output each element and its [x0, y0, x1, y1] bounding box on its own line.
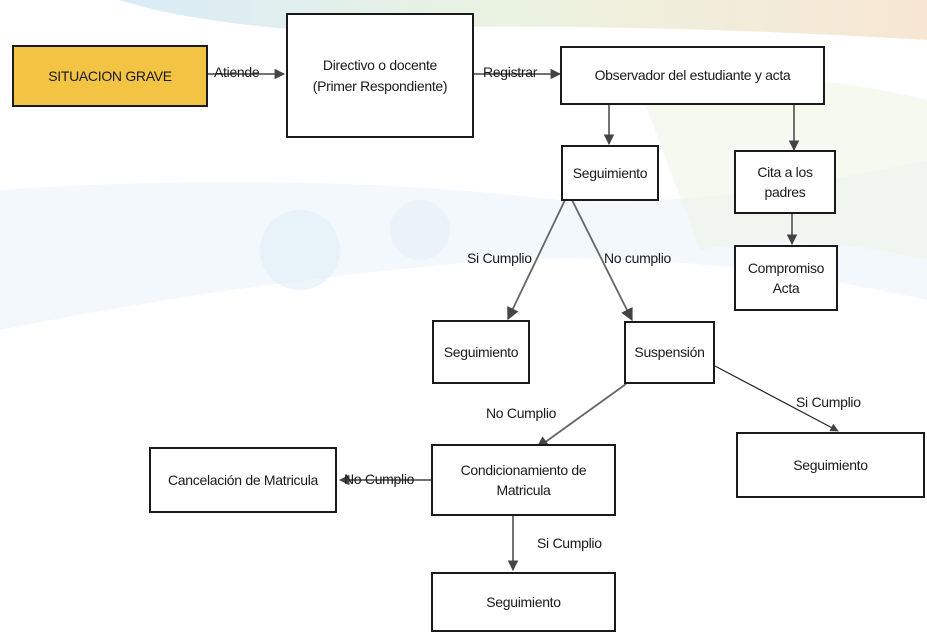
node-directivo: Directivo o docente (Primer Respondiente…: [286, 13, 474, 138]
node-seguimiento-right-text: Seguimiento: [793, 456, 868, 473]
label-no-cumplio-2: No Cumplio: [486, 405, 557, 421]
node-compromiso: Compromiso Acta: [734, 245, 838, 311]
node-seguimiento-left: Seguimiento: [432, 320, 530, 384]
node-observador: Observador del estudiante y acta: [560, 46, 825, 105]
node-seguimiento-bottom-text: Seguimiento: [486, 593, 561, 610]
node-suspension: Suspensión: [624, 321, 715, 384]
label-si-cumplio-1: Si Cumplio: [467, 250, 532, 266]
node-seguimiento-left-text: Seguimiento: [443, 343, 519, 360]
label-no-cumplio-1: No cumplio: [604, 250, 672, 266]
node-seguimiento-top-text: Seguimiento: [572, 164, 648, 181]
label-registrar: Registrar: [483, 64, 538, 80]
node-cita-padres: Cita a los padres: [734, 150, 836, 214]
label-no-cumplio-3: No Cumplio: [344, 471, 415, 487]
label-si-cumplio-3: Si Cumplio: [537, 535, 602, 551]
node-seguimiento-top: Seguimiento: [561, 145, 659, 201]
node-condicionamiento: Condicionamiento de Matricula: [431, 444, 616, 516]
node-cancelacion: Cancelación de Matricula: [149, 447, 337, 513]
node-suspension-text: Suspensión: [634, 344, 705, 361]
node-directivo-text: Directivo o docente (Primer Respondiente…: [312, 57, 448, 94]
node-seguimiento-right: Seguimiento: [736, 432, 925, 498]
node-observador-text: Observador del estudiante y acta: [594, 67, 791, 84]
node-condicionamiento-text: Condicionamiento de Matricula: [460, 461, 587, 498]
node-cita-padres-text: Cita a los padres: [757, 163, 813, 200]
edge-suspension-condicionamiento: [535, 383, 627, 449]
edge-suspension-seguimiento-right: [714, 365, 839, 432]
edge-seguimiento-suspension: [571, 199, 633, 322]
edge-seguimiento-left: [507, 199, 566, 321]
label-si-cumplio-2: Si Cumplio: [796, 394, 861, 410]
node-situacion-grave: SITUACION GRAVE: [12, 45, 208, 107]
node-situacion-grave-text: SITUACION GRAVE: [48, 67, 172, 84]
node-cancelacion-text: Cancelación de Matricula: [168, 471, 318, 488]
node-compromiso-text: Compromiso Acta: [747, 259, 825, 296]
node-seguimiento-bottom: Seguimiento: [431, 572, 616, 632]
label-atiende: Atiende: [214, 64, 260, 80]
